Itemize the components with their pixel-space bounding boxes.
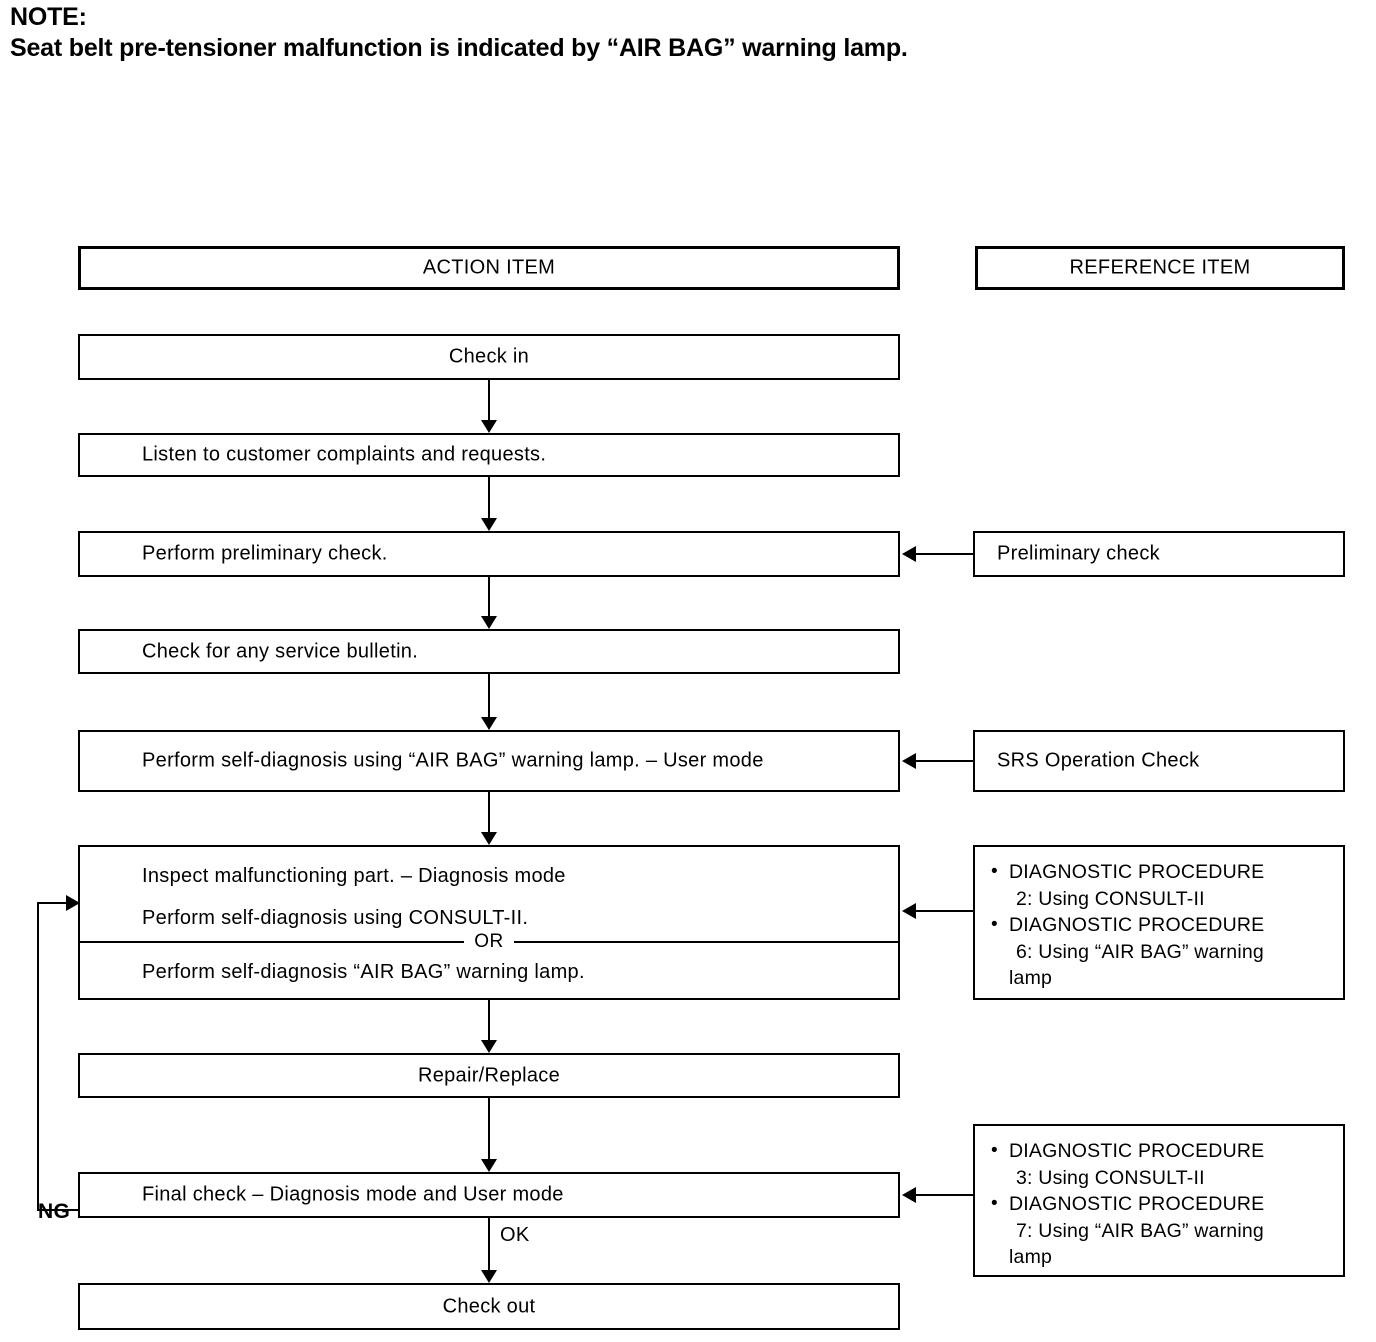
reference-box-diagnostic-procedure-2-6[interactable]: • DIAGNOSTIC PROCEDURE 2: Using CONSULT-… — [973, 845, 1345, 1000]
bullet-icon: • — [991, 1193, 998, 1214]
arrow-left-icon — [902, 753, 916, 769]
list-item-line-2: 6: Using “AIR BAG” warning — [1016, 940, 1264, 963]
list-item-line-3: lamp — [1009, 967, 1053, 989]
action-box-check-service-bulletin-label: Check for any service bulletin. — [142, 640, 419, 662]
column-header-action-item-label: ACTION ITEM — [422, 256, 556, 279]
note-text: Seat belt pre-tensioner malfunction is i… — [10, 34, 908, 62]
action-box-check-in-label: Check in — [448, 345, 530, 368]
arrow-down-icon — [481, 518, 497, 531]
list-item-line-2: 3: Using CONSULT-II — [1016, 1166, 1205, 1189]
action-box-self-diagnosis-user-mode[interactable]: Perform self-diagnosis using “AIR BAG” w… — [78, 730, 900, 792]
arrow-down-icon — [481, 1040, 497, 1053]
arrow-left-icon — [902, 1187, 916, 1203]
connector-bulletin-to-selfdiagnosis — [488, 674, 490, 717]
action-box-final-check[interactable]: Final check – Diagnosis mode and User mo… — [78, 1172, 900, 1218]
connector-final-to-checkout — [488, 1218, 490, 1270]
ng-loop-bottom — [37, 1209, 80, 1211]
note-label: NOTE: — [10, 3, 87, 31]
arrow-down-icon — [481, 717, 497, 730]
bullet-icon: • — [991, 861, 998, 882]
column-header-action-item: ACTION ITEM — [78, 246, 900, 290]
list-item-line-1: DIAGNOSTIC PROCEDURE — [1009, 914, 1265, 936]
inspect-line-air-bag-lamp: Perform self-diagnosis “AIR BAG” warning… — [142, 961, 585, 983]
connector-ref-srs — [916, 760, 975, 762]
action-box-self-diagnosis-user-mode-label: Perform self-diagnosis using “AIR BAG” w… — [142, 749, 764, 772]
edge-label-ok: OK — [500, 1224, 530, 1246]
list-item: • DIAGNOSTIC PROCEDURE 7: Using “AIR BAG… — [989, 1191, 1335, 1271]
reference-box-srs-operation-check[interactable]: SRS Operation Check — [973, 730, 1345, 792]
reference-box-srs-operation-check-label: SRS Operation Check — [997, 749, 1200, 772]
action-box-check-out-label: Check out — [442, 1295, 536, 1317]
divider-segment-right — [513, 941, 898, 943]
inspect-or-divider: OR — [80, 931, 898, 951]
list-item-line-2: 7: Using “AIR BAG” warning — [1016, 1219, 1264, 1242]
connector-inspect-to-repair — [488, 1000, 490, 1040]
inspect-line-diagnosis-mode: Inspect malfunctioning part. – Diagnosis… — [142, 865, 566, 887]
action-box-check-service-bulletin[interactable]: Check for any service bulletin. — [78, 629, 900, 674]
list-item-line-3: lamp — [1009, 1246, 1053, 1268]
connector-check-in-to-listen — [488, 380, 490, 421]
connector-selfdiagnosis-to-inspect — [488, 792, 490, 832]
list-item: • DIAGNOSTIC PROCEDURE 3: Using CONSULT-… — [989, 1138, 1335, 1191]
ng-loop-stub — [78, 1210, 80, 1218]
column-header-reference-item: REFERENCE ITEM — [975, 246, 1345, 290]
bullet-icon: • — [991, 914, 998, 935]
action-box-check-out[interactable]: Check out — [78, 1283, 900, 1330]
arrow-down-icon — [481, 1159, 497, 1172]
list-item-line-1: DIAGNOSTIC PROCEDURE — [1009, 861, 1265, 883]
list-item: • DIAGNOSTIC PROCEDURE 6: Using “AIR BAG… — [989, 912, 1335, 992]
action-box-listen-to-customer[interactable]: Listen to customer complaints and reques… — [78, 433, 900, 477]
bullet-icon: • — [991, 1140, 998, 1161]
reference-list-3-7: • DIAGNOSTIC PROCEDURE 3: Using CONSULT-… — [989, 1138, 1335, 1271]
list-item-line-2: 2: Using CONSULT-II — [1016, 887, 1205, 910]
inspect-line-consult-ii: Perform self-diagnosis using CONSULT-II. — [142, 907, 529, 929]
connector-listen-to-preliminary — [488, 477, 490, 518]
list-item: • DIAGNOSTIC PROCEDURE 2: Using CONSULT-… — [989, 859, 1335, 912]
arrow-right-icon — [66, 895, 80, 911]
reference-list-2-6: • DIAGNOSTIC PROCEDURE 2: Using CONSULT-… — [989, 859, 1335, 992]
action-box-perform-preliminary-check-label: Perform preliminary check. — [142, 542, 388, 565]
arrow-down-icon — [481, 832, 497, 845]
connector-ref-dp37 — [916, 1194, 975, 1196]
arrow-down-icon — [481, 420, 497, 433]
action-box-repair-replace[interactable]: Repair/Replace — [78, 1053, 900, 1098]
arrow-left-icon — [902, 546, 916, 562]
divider-segment-left — [80, 941, 465, 943]
action-box-check-in[interactable]: Check in — [78, 334, 900, 380]
inspect-or-label: OR — [464, 931, 514, 951]
arrow-left-icon — [902, 903, 916, 919]
reference-box-preliminary-check[interactable]: Preliminary check — [973, 531, 1345, 577]
reference-box-preliminary-check-label: Preliminary check — [997, 542, 1160, 565]
list-item-line-1: DIAGNOSTIC PROCEDURE — [1009, 1193, 1265, 1215]
connector-repair-to-final — [488, 1098, 490, 1159]
action-box-inspect-malfunctioning-part[interactable]: Inspect malfunctioning part. – Diagnosis… — [78, 845, 900, 1000]
reference-box-diagnostic-procedure-3-7[interactable]: • DIAGNOSTIC PROCEDURE 3: Using CONSULT-… — [973, 1124, 1345, 1277]
action-box-final-check-label: Final check – Diagnosis mode and User mo… — [142, 1183, 564, 1206]
list-item-line-1: DIAGNOSTIC PROCEDURE — [1009, 1140, 1265, 1162]
action-box-perform-preliminary-check[interactable]: Perform preliminary check. — [78, 531, 900, 577]
ng-loop-rail — [37, 902, 39, 1211]
ng-loop-top — [37, 902, 68, 904]
arrow-down-icon — [481, 1270, 497, 1283]
edge-label-ng: NG — [38, 1200, 71, 1223]
note-block: NOTE: Seat belt pre-tensioner malfunctio… — [10, 2, 1350, 64]
connector-ref-dp26 — [916, 910, 975, 912]
action-box-repair-replace-label: Repair/Replace — [417, 1064, 561, 1086]
connector-preliminary-to-bulletin — [488, 577, 490, 616]
connector-ref-preliminary — [916, 553, 975, 555]
action-box-listen-to-customer-label: Listen to customer complaints and reques… — [142, 443, 547, 466]
arrow-down-icon — [481, 616, 497, 629]
column-header-reference-item-label: REFERENCE ITEM — [1069, 256, 1251, 279]
